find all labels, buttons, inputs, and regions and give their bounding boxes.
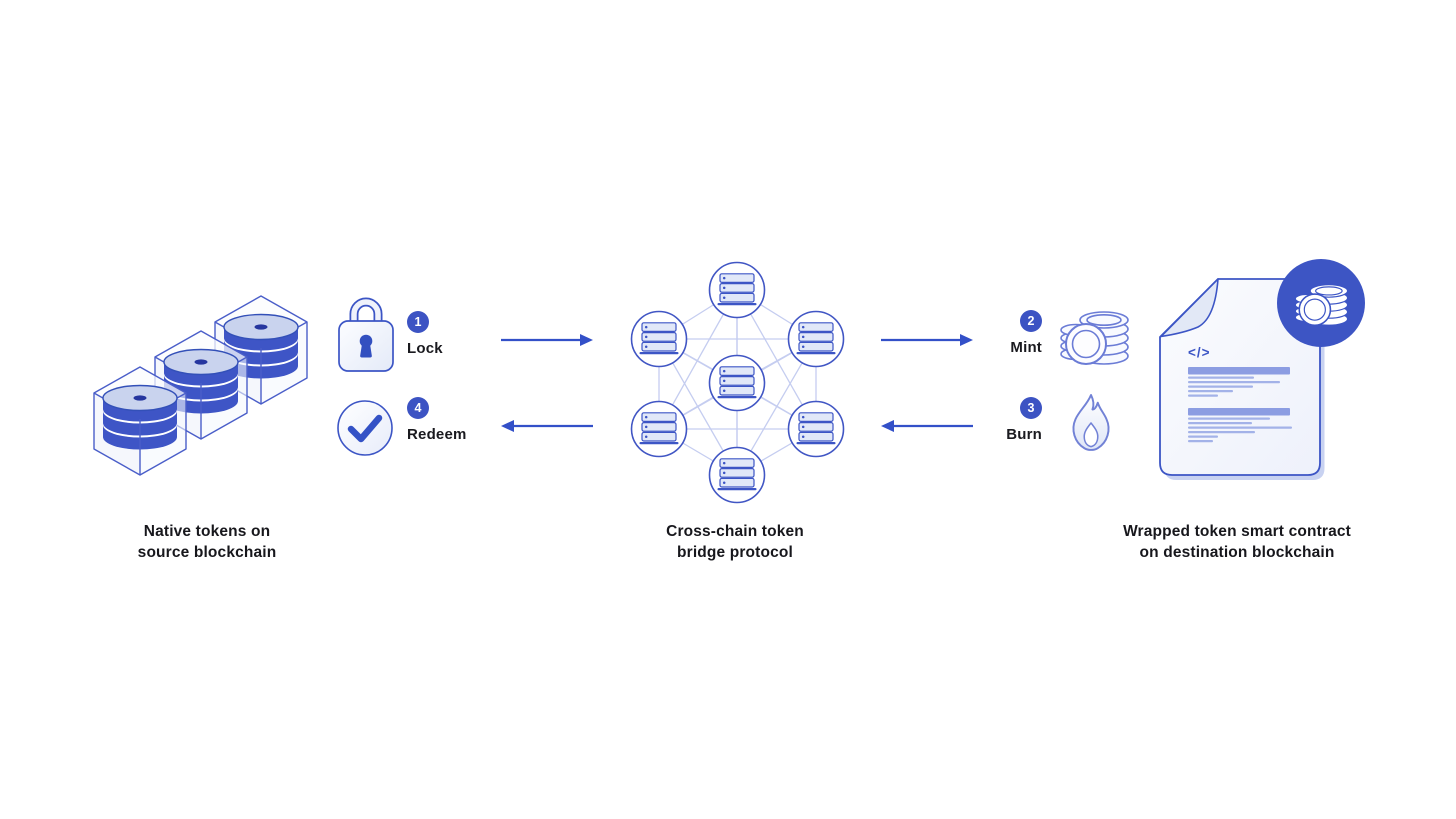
server-node (716, 366, 758, 399)
document-text-lines (1188, 367, 1292, 443)
step-number-badge: 2 (1020, 310, 1042, 332)
caption-bridge-line2: bridge protocol (677, 544, 793, 561)
step-number-badge: 3 (1020, 397, 1042, 419)
document-fold-corner (1160, 278, 1219, 338)
step-redeem: 4 Redeem (407, 397, 467, 443)
coin-stack-badge-icon (1277, 259, 1365, 347)
caption-destination: Wrapped token smart contract on destinat… (1077, 521, 1397, 563)
server-network-icon (630, 261, 845, 504)
arrow-bridge-to-destination (881, 334, 973, 346)
step-label-lock: Lock (407, 340, 443, 357)
server-node (638, 412, 680, 445)
step-label-burn: Burn (1006, 426, 1042, 443)
checkmark-circle-icon (337, 400, 393, 456)
blockchain-cubes-icon (93, 295, 308, 476)
server-node (795, 412, 837, 445)
server-node (795, 322, 837, 355)
server-node (716, 273, 758, 306)
smart-contract-document-icon: </> (1159, 259, 1365, 480)
caption-source: Native tokens on source blockchain (47, 521, 367, 563)
arrow-source-to-bridge (501, 334, 593, 346)
step-mint: 2 Mint (1010, 310, 1042, 356)
caption-bridge: Cross-chain token bridge protocol (575, 521, 895, 563)
step-lock: 1 Lock (407, 311, 443, 357)
step-label-redeem: Redeem (407, 426, 467, 443)
step-number-badge: 4 (407, 397, 429, 419)
step-label-mint: Mint (1010, 339, 1042, 356)
server-node (638, 322, 680, 355)
coin-stack-icon (1060, 311, 1129, 365)
padlock-icon (338, 297, 394, 372)
server-node (716, 458, 758, 491)
arrow-destination-to-bridge (881, 420, 973, 432)
flame-icon (1072, 394, 1110, 451)
code-glyph: </> (1188, 345, 1211, 360)
caption-source-line1: Native tokens on (143, 523, 271, 540)
step-number-badge: 1 (407, 311, 429, 333)
caption-source-line2: source blockchain (137, 544, 277, 561)
step-burn: 3 Burn (1006, 397, 1042, 443)
caption-destination-line1: Wrapped token smart contract (1123, 523, 1351, 540)
caption-bridge-line1: Cross-chain token (666, 523, 804, 540)
network-nodes (630, 261, 845, 504)
arrow-bridge-to-source (501, 420, 593, 432)
caption-destination-line2: on destination blockchain (1139, 544, 1335, 561)
